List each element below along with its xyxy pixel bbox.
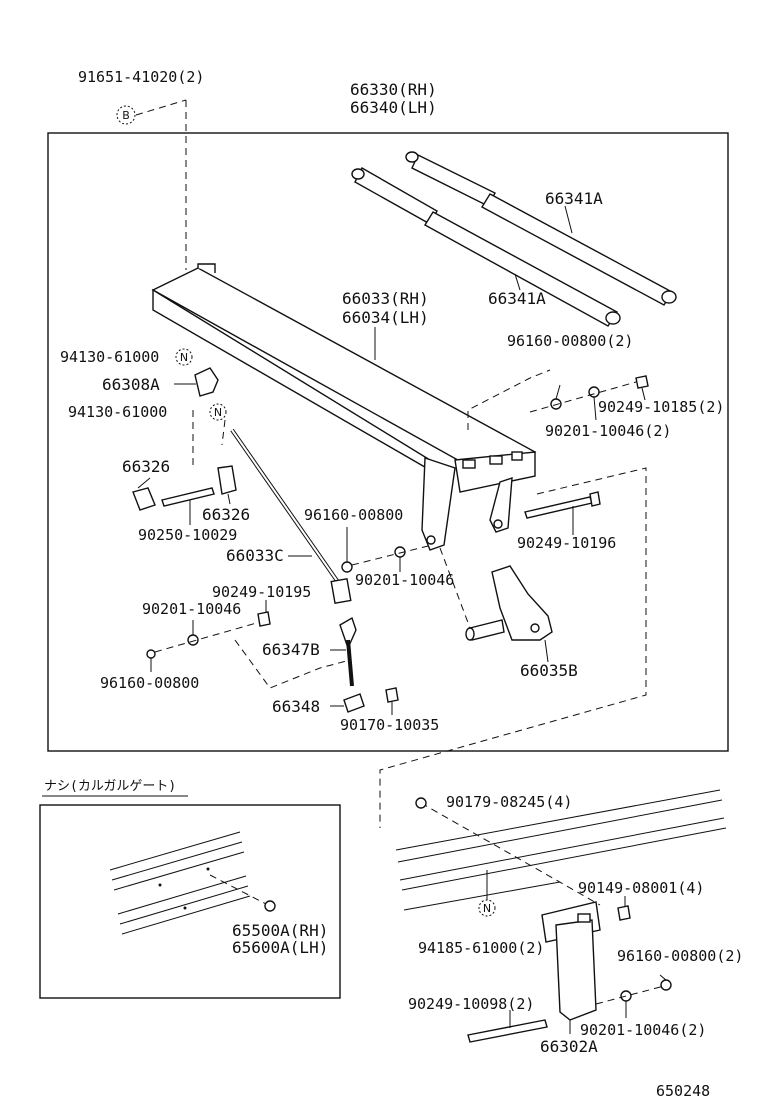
label-bracket: 66035B — [520, 661, 578, 680]
pad-right — [217, 465, 237, 495]
label-pin: 90250-10029 — [138, 526, 237, 544]
label-nut-n-mid: 94130-61000 — [68, 403, 167, 421]
label-strut-upper: 66341A — [545, 189, 603, 208]
bar-assembly — [151, 263, 537, 551]
bracket — [465, 565, 553, 641]
label-pad-left: 66326 — [122, 457, 170, 476]
label-inset-rh: 65500A(RH) — [232, 921, 328, 940]
rod — [230, 428, 352, 605]
bolt-long — [524, 491, 601, 519]
label-block: 66308A — [102, 375, 160, 394]
label-bar-lh: 66034(LH) — [342, 308, 429, 327]
label-bolt-long: 90249-10196 — [517, 534, 616, 552]
label-bolt-bottom: 90249-10098(2) — [408, 995, 534, 1013]
label-inset-title: ナシ(カルガルゲート) — [44, 779, 176, 794]
leader-strut-upper — [564, 205, 573, 234]
label-washer-left: 90201-10046 — [142, 600, 241, 618]
inset-nut — [264, 900, 276, 912]
gate-lines-right — [395, 789, 727, 911]
inset-frame — [39, 804, 341, 999]
label-washer-center: 90201-10046 — [355, 571, 454, 589]
label-clip: 66348 — [272, 697, 320, 716]
small-nut — [385, 687, 399, 703]
label-bolt-left: 90249-10195 — [212, 583, 311, 601]
main-frame — [47, 132, 729, 752]
label-nut-n-top: 94130-61000 — [60, 348, 159, 366]
marker-b: B — [116, 105, 136, 125]
marker-n-bottom: N — [478, 899, 496, 917]
svg-text:B: B — [122, 109, 130, 122]
block-part — [194, 367, 219, 397]
label-strut-lower: 66341A — [488, 289, 546, 308]
label-screw-clip: 90149-08001(4) — [578, 879, 704, 897]
washer-left — [187, 634, 199, 646]
strut-lower — [351, 167, 621, 327]
label-strut-assy-lh: 66340(LH) — [350, 98, 437, 117]
label-spring: 66347B — [262, 640, 320, 659]
figure-number: 650248 — [656, 1082, 710, 1100]
label-washer-bottom: 90201-10046(2) — [580, 1021, 706, 1039]
label-nut-left: 96160-00800 — [100, 674, 199, 692]
label-screw-top: 90179-08245(4) — [446, 793, 572, 811]
pad-left — [132, 487, 156, 511]
label-nut-center: 96160-00800 — [304, 506, 403, 524]
bolt-left — [257, 611, 271, 627]
clip-part — [343, 693, 365, 713]
label-inset-lh: 65600A(LH) — [232, 938, 328, 957]
spring — [339, 616, 357, 687]
leader-strut-lower — [514, 273, 521, 291]
label-bolt-right: 90249-10185(2) — [598, 398, 724, 416]
nut-bottom — [660, 979, 672, 991]
svg-text:N: N — [483, 902, 491, 915]
label-nut-bottom: 96160-00800(2) — [617, 947, 743, 965]
svg-text:N: N — [214, 406, 222, 419]
marker-n-top: N — [175, 348, 193, 366]
label-nut-small: 90170-10035 — [340, 716, 439, 734]
label-rod: 66033C — [226, 546, 284, 565]
label-washer-right: 90201-10046(2) — [545, 422, 671, 440]
screw-top — [415, 797, 427, 809]
nut-center — [341, 561, 353, 573]
washer-right — [588, 386, 600, 398]
nut-left — [146, 649, 156, 659]
hinge — [541, 901, 601, 1021]
strut-upper — [405, 151, 677, 306]
inset-gate-lines — [109, 831, 251, 935]
label-strut-assy-rh: 66330(RH) — [350, 80, 437, 99]
svg-text:N: N — [180, 351, 188, 364]
label-nut-n-bottom: 94185-61000(2) — [418, 939, 544, 957]
washer-bottom — [620, 990, 632, 1002]
screw-clip — [617, 905, 631, 921]
bolt-bottom — [467, 1019, 548, 1043]
marker-n-mid: N — [209, 403, 227, 421]
label-nut-mid-right: 96160-00800(2) — [507, 332, 633, 350]
bolt-right — [635, 375, 649, 389]
label-pad-right: 66326 — [202, 505, 250, 524]
pin-part — [161, 487, 215, 507]
label-top-left-bolt: 91651-41020(2) — [78, 68, 204, 86]
label-bar-rh: 66033(RH) — [342, 289, 429, 308]
label-hinge: 66302A — [540, 1037, 598, 1056]
